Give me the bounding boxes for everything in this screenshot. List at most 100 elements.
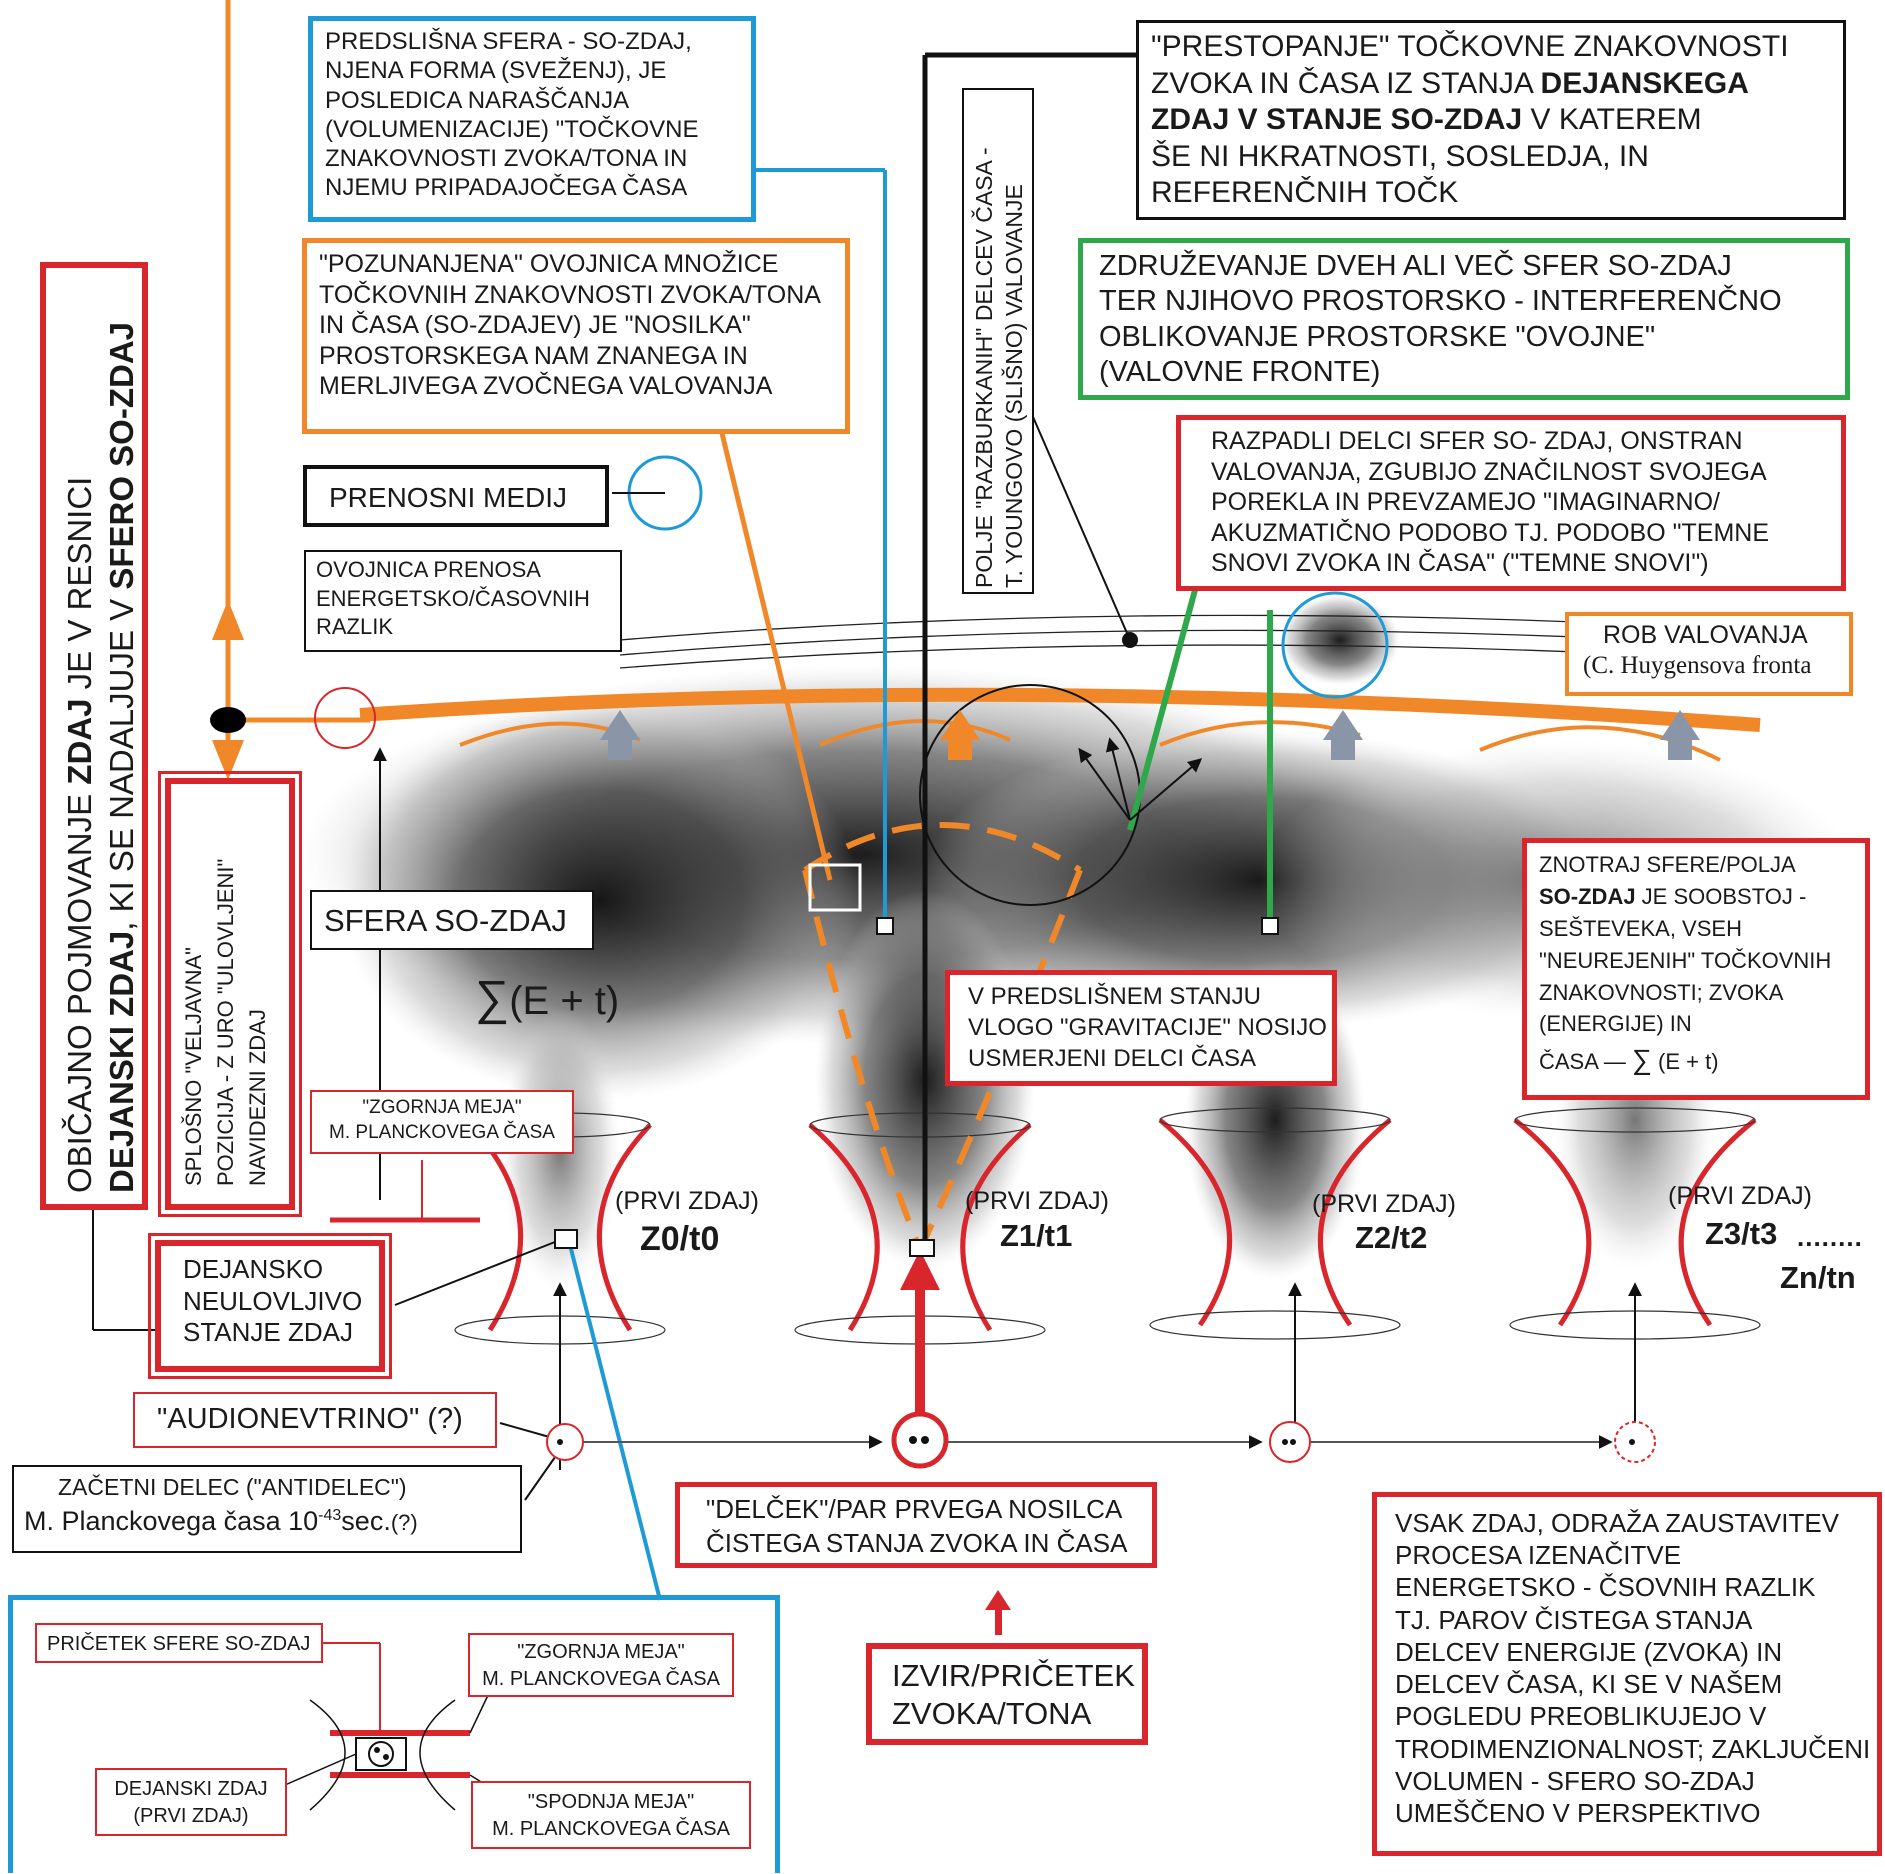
text-line: NEULOVLJIVO [183, 1285, 363, 1316]
text-line: USMERJENI DELCI ČASA [968, 1045, 1257, 1073]
box-sfera-so-zdaj: SFERA SO-ZDAJ [310, 890, 594, 950]
box-delcek: "DELČEK"/PAR PRVEGA NOSILCA ČISTEGA STAN… [675, 1482, 1157, 1568]
text-line: "ZGORNJA MEJA" [362, 1097, 522, 1118]
text-line: OVOJNICA PRENOSA [316, 557, 541, 582]
text-line: DEJANSKI ZDAJ [114, 1778, 268, 1800]
gray-arrows [600, 710, 1700, 760]
node-1-prvi: (PRVI ZDAJ) [965, 1187, 1109, 1215]
text-line: TOČKOVNIH ZNAKOVNOSTI ZVOKA/TONA [319, 280, 821, 309]
box-zdruzevanje: ZDRUŽEVANJE DVEH ALI VEČ SFER SO-ZDAJ TE… [1078, 238, 1850, 400]
text-line: NJEMU PRIPADAJOČEGA ČASA [325, 174, 688, 202]
text-line: RAZLIK [316, 614, 394, 640]
text-fragment: (?) [390, 1510, 418, 1536]
node-3-label: Z3/t3 [1705, 1216, 1778, 1251]
node-n-label: Zn/tn [1780, 1260, 1856, 1295]
text-fragment: M. Planckovega časa 10 [24, 1506, 319, 1537]
green-lines [1127, 589, 1273, 925]
text-line: M. PLANCKOVEGA ČASA [482, 1668, 720, 1690]
text-line: SNOVI ZVOKA IN ČASA" ("TEMNE SNOVI") [1211, 549, 1709, 577]
text-line: IN ČASA (SO-ZDAJEV) JE "NOSILKA" [319, 311, 751, 339]
text-line: RAZPADLI DELCI SFER SO- ZDAJ, ONSTRAN [1211, 427, 1743, 455]
hourglass-shapes [468, 1118, 1757, 1332]
text-line: VALOVANJA, ZGUBIJO ZNAČILNOST SVOJEGA [1211, 457, 1767, 486]
text-line: ZNAKOVNOSTI ZVOKA/TONA IN [325, 145, 688, 173]
wave-front [359, 687, 1761, 732]
text-line: VLOGO "GRAVITACIJE" NOSIJO [968, 1014, 1327, 1042]
text-line: ZNOTRAJ SFERE/POLJA [1539, 852, 1796, 877]
inset-box [8, 1595, 780, 1873]
text-line: DEJANSKO [183, 1254, 324, 1284]
sum-formula: ∑(E + t) [475, 970, 635, 1030]
text-line: M. PLANCKOVEGA ČASA [329, 1121, 555, 1143]
node-0-label: Z0/t0 [640, 1220, 720, 1258]
text-line: SPLOŠNO "VELJAVNA" [181, 947, 206, 1186]
text-line: NJENA FORMA (SVEŽENJ), JE [325, 57, 667, 85]
inset-zgornja: "ZGORNJA MEJA" M. PLANCKOVEGA ČASA [468, 1633, 734, 1697]
text-fragment: (E + t) [1651, 1049, 1719, 1075]
inset-pricetek: PRIČETEK SFERE SO-ZDAJ [35, 1623, 323, 1663]
text-line: ČISTEGA STANJA ZVOKA IN ČASA [706, 1527, 1128, 1558]
text-fragment: ZVOKA IN ČASA IZ STANJA [1151, 66, 1541, 100]
box-vsak-zdaj: VSAK ZDAJ, ODRAŽA ZAUSTAVITEV PROCESA IZ… [1372, 1492, 1882, 1856]
text-line: (PRVI ZDAJ) [133, 1805, 249, 1827]
text-fragment: V KATEREM [1522, 103, 1702, 137]
box-rob-valovanja: ROB VALOVANJA (C. Huygensova fronta [1565, 612, 1853, 696]
text-line: (VOLUMENIZACIJE) "TOČKOVNE [325, 115, 699, 143]
text-line: ZVOKA IN ČASA IZ STANJA DEJANSKEGA [1151, 66, 1831, 103]
text-line: UMEŠČENO V PERSPEKTIVO [1395, 1798, 1761, 1829]
text-line: TJ. PAROV ČISTEGA STANJA [1395, 1604, 1753, 1635]
text-line: ŠE NI HKRATNOSTI, SOSLEDJA, IN [1151, 139, 1649, 173]
box-pozunanjena: "POZUNANJENA" OVOJNICA MNOŽICE TOČKOVNIH… [302, 238, 850, 434]
text-line: T. YOUNGOVO (SLIŠNO) VALOVANJE [1001, 184, 1027, 588]
box-znotraj: ZNOTRAJ SFERE/POLJA SO-ZDAJ JE SOOBSTOJ … [1522, 838, 1870, 1100]
box-obicajno: OBIČAJNO POJMOVANJE ZDAJ JE V RESNICI DE… [40, 262, 148, 1210]
text-line: STANJE ZDAJ [183, 1317, 353, 1348]
sigma-icon: ∑ [1631, 1044, 1652, 1076]
box-zgornja-meja: "ZGORNJA MEJA" M. PLANCKOVEGA ČASA [310, 1090, 574, 1154]
sigma-icon: ∑ [475, 972, 510, 1025]
text-line: SO-ZDAJ JE SOOBSTOJ - [1539, 881, 1853, 913]
text-line: PROSTORSKEGA NAM ZNANEGA IN [319, 341, 748, 370]
text-line: OBIČAJNO POJMOVANJE ZDAJ JE V RESNICI [60, 477, 100, 1193]
text-line: NAVIDEZNI ZDAJ [245, 1009, 270, 1186]
text-line: "PRESTOPANJE" TOČKOVNE ZNAKOVNOSTI [1151, 30, 1789, 63]
text-line: PREDSLIŠNA SFERA - SO-ZDAJ, [325, 28, 692, 55]
text-line: DEJANSKI ZDAJ, KI SE NADALJUJE V SFERO S… [102, 322, 142, 1193]
text-line: ZDAJ V STANJE SO-ZDAJ V KATEREM [1151, 102, 1831, 139]
box-izvir: IZVIR/PRIČETEK ZVOKA/TONA [866, 1643, 1148, 1745]
text-bold: ZDAJ [61, 698, 98, 785]
text-line: "AUDIONEVTRINO" (?) [157, 1403, 463, 1435]
text-line: VOLUMEN - SFERO SO-ZDAJ [1395, 1765, 1755, 1796]
text-line: ENERGETSKO - ČSOVNIH RAZLIK [1395, 1572, 1816, 1603]
text-line: "NEUREJENIH" TOČKOVNIH [1539, 947, 1832, 973]
text-line: ZVOKA/TONA [892, 1695, 1092, 1731]
text-line: VSAK ZDAJ, ODRAŽA ZAUSTAVITEV [1395, 1508, 1840, 1538]
text-line: POREKLA IN PREVZAMEJO "IMAGINARNO/ [1211, 488, 1720, 516]
text-line: SEŠTEVEKA, VSEH [1539, 915, 1742, 941]
text-line: (VALOVNE FRONTE) [1099, 356, 1381, 389]
text-bold: DEJANSKEGA [1540, 66, 1749, 100]
node-2-prvi: (PRVI ZDAJ) [1312, 1190, 1456, 1218]
box-splosno: SPLOŠNO "VELJAVNA" POZICIJA - Z URO "ULO… [158, 771, 302, 1217]
node-2-label: Z2/t2 [1355, 1220, 1428, 1255]
text-fragment: OBIČAJNO POJMOVANJE [61, 784, 98, 1193]
text-line: ZAČETNI DELEC ("ANTIDELEC") [58, 1474, 407, 1500]
ellipsis: ........ [1797, 1222, 1863, 1252]
node-0-prvi: (PRVI ZDAJ) [615, 1187, 759, 1215]
text-line: SFERA SO-ZDAJ [324, 903, 567, 938]
text-line: (ENERGIJE) IN [1539, 1011, 1692, 1037]
text-bold: SO-ZDAJ [1390, 103, 1523, 137]
text-line: REFERENČNIH TOČK [1151, 176, 1459, 210]
text-line: V PREDSLIŠNEM STANJU [968, 983, 1261, 1010]
text-line: TRODIMENZIONALNOST; ZAKLJUČENI [1395, 1733, 1871, 1764]
box-dejansko: DEJANSKO NEULOVLJIVO STANJE ZDAJ [148, 1233, 392, 1379]
text-bold: SO-ZDAJ [1539, 883, 1636, 909]
text-line: PRENOSNI MEDIJ [329, 482, 568, 513]
text-line: (E + t) [509, 979, 620, 1023]
text-line: DELCEV ČASA, KI SE V NAŠEM [1395, 1669, 1783, 1700]
text-line: M. PLANCKOVEGA ČASA [492, 1818, 730, 1840]
text-line: PROCESA IZENAČITVE [1395, 1540, 1682, 1571]
text-line: ROB VALOVANJA [1603, 621, 1808, 649]
text-line: "DELČEK"/PAR PRVEGA NOSILCA [706, 1494, 1123, 1524]
text-line: OBLIKOVANJE PROSTORSKE "OVOJNE" [1099, 320, 1656, 353]
